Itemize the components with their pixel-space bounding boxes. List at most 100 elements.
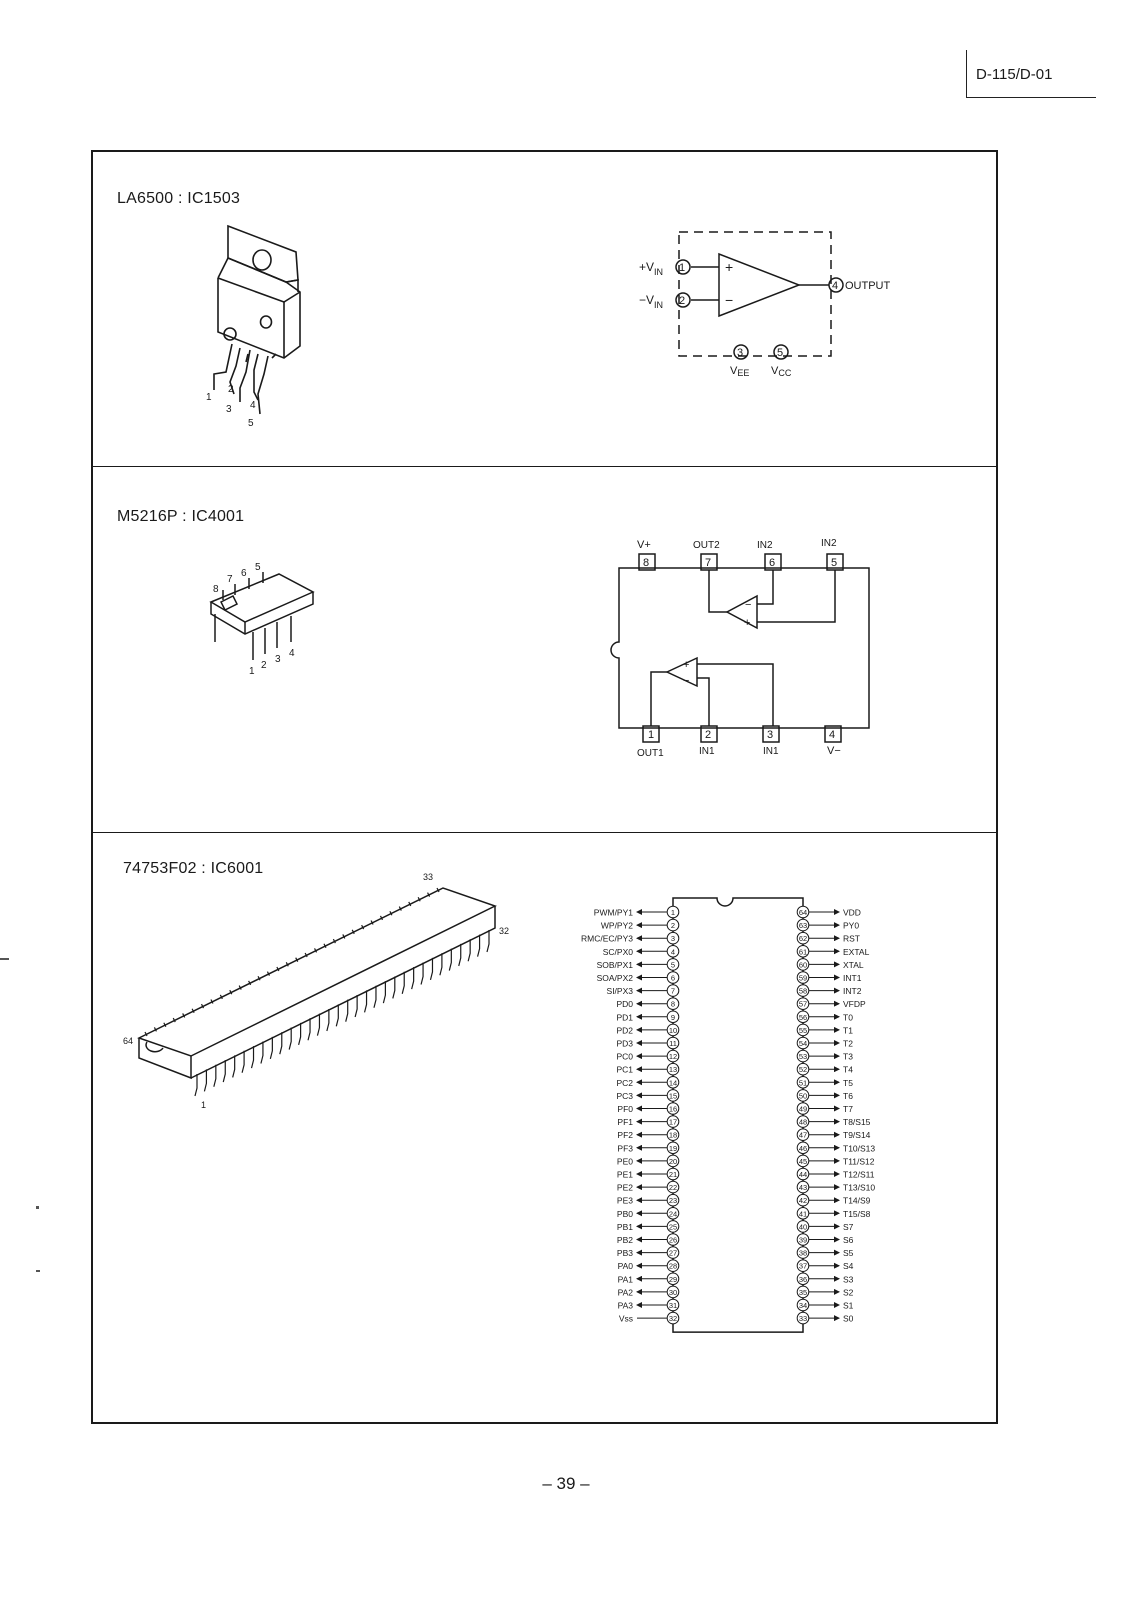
margin-mark (36, 1206, 39, 1209)
pin-circle (796, 984, 810, 997)
dip-bottom-leg (335, 1004, 339, 1027)
m5216p-pin-label: 2 (261, 660, 267, 671)
dip-bottom-leg (411, 967, 415, 990)
pin-number: 42 (799, 1196, 807, 1205)
pin-circle (666, 1128, 680, 1141)
pin-circle (796, 1207, 810, 1220)
pin-circle (666, 1285, 680, 1299)
pin-number: 15 (669, 1091, 677, 1100)
pin-circle (796, 1036, 810, 1050)
pin-label-right: T6 (843, 1091, 853, 1101)
m5216p-package-drawing: 1 2 3 4 5 6 7 8 (209, 562, 315, 677)
pin-number: 30 (669, 1288, 677, 1297)
dip-top-leg (351, 929, 355, 935)
pin-number: 44 (799, 1170, 807, 1179)
dip-bottom-leg (298, 1022, 302, 1046)
pin-number: 31 (669, 1301, 677, 1310)
pin-label-right: T2 (843, 1039, 853, 1049)
dip-top-leg (163, 1022, 167, 1027)
pin-circle (666, 1062, 680, 1076)
pin-number: 26 (669, 1236, 677, 1245)
dip-bottom-leg (458, 943, 462, 967)
dip-bottom-leg (279, 1032, 283, 1055)
vcc-label: VCC (771, 365, 792, 378)
pin-label-left: PE3 (617, 1196, 633, 1206)
dip-bottom-leg (363, 990, 368, 1013)
input-minus-label: −VIN (639, 293, 663, 310)
pin-circle (666, 1141, 680, 1155)
m5216p-pin-label: 4 (289, 648, 295, 659)
dip-top-leg (248, 980, 252, 986)
dip-top-leg (408, 901, 412, 907)
pin-number: 50 (799, 1091, 807, 1100)
pin-number: 1 (648, 729, 654, 741)
pin-label-right: INT2 (843, 986, 862, 996)
pin-circle (666, 984, 680, 997)
pin-circle (796, 1298, 810, 1312)
pin-number: 8 (671, 1000, 675, 1009)
pin-number: 39 (799, 1236, 807, 1245)
pin-circle (666, 1207, 680, 1220)
ic-body (672, 897, 804, 1333)
pin-label-left: PD3 (616, 1039, 633, 1049)
la6500-pin-label: 5 (248, 418, 254, 429)
pin-label-left: SOA/PX2 (597, 973, 634, 983)
pin-label: OUT2 (693, 540, 720, 551)
pin-number: 51 (799, 1078, 807, 1087)
pin-label-right: T15/S8 (843, 1209, 871, 1219)
pin-circle (796, 971, 810, 984)
section-title-m5216p: M5216P : IC4001 (117, 508, 245, 525)
pin-number: 64 (799, 908, 807, 917)
pin-label-left: PB1 (617, 1222, 633, 1232)
dip-bottom-leg (316, 1013, 321, 1036)
pin-label-right: RST (843, 934, 860, 944)
dip-bottom-leg (401, 971, 405, 994)
opamp-sign: − (745, 599, 751, 611)
pin-label-left: PF1 (617, 1117, 633, 1127)
pin-number: 23 (669, 1196, 677, 1205)
margin-mark (0, 958, 9, 960)
pin-number: 56 (799, 1013, 807, 1022)
pin-label-left: PF0 (617, 1104, 633, 1114)
dip-pin-label: 1 (201, 1100, 206, 1110)
pin-circle (796, 1220, 810, 1233)
dip-top-leg (266, 971, 270, 976)
pin-number: 25 (669, 1222, 677, 1231)
pin-number: 49 (799, 1105, 807, 1114)
pin-label-right: T7 (843, 1104, 853, 1114)
pin-label-left: PC3 (616, 1091, 633, 1101)
pin-circle (796, 918, 810, 932)
figure-frame: LA6500 : IC1503 1 2 3 4 5 (91, 150, 998, 1424)
pin-label: IN2 (757, 540, 773, 551)
pin-label-left: PA0 (618, 1261, 634, 1271)
la6500-package-drawing: 1 2 3 4 5 (206, 224, 301, 429)
pin-number: 57 (799, 1000, 807, 1009)
dip-top-face (137, 887, 497, 1057)
pin-label-left: SC/PX0 (603, 947, 634, 957)
pin-label-left: PD0 (616, 999, 633, 1009)
dip-bottom-leg (486, 930, 490, 953)
pin-label-left: PF3 (617, 1143, 633, 1153)
pin-label-left: PE0 (617, 1156, 633, 1166)
pin-circle (796, 1010, 810, 1024)
dip-bottom-leg (260, 1041, 264, 1064)
dip-top-leg (332, 938, 336, 944)
pin-circle (796, 1023, 810, 1037)
dip-top-leg (361, 924, 365, 930)
dip-top-leg (323, 943, 327, 949)
pin-number: 12 (669, 1052, 677, 1061)
m5216p-pin-label: 8 (213, 584, 219, 595)
pin-number: 4 (832, 280, 838, 292)
m5216p-pin-label: 5 (255, 562, 261, 573)
pin-number: 11 (669, 1039, 677, 1048)
dip-top-leg (417, 897, 421, 902)
pin-label-right: T5 (843, 1078, 853, 1088)
pin-number: 53 (799, 1052, 807, 1061)
dip-top-leg (153, 1027, 157, 1032)
pin-number: 48 (799, 1118, 807, 1127)
pin-number: 1 (679, 262, 685, 274)
pin-circle (666, 1036, 680, 1050)
pin-label-left: Vss (619, 1314, 633, 1324)
pin-label-right: VDD (843, 908, 861, 918)
pin-circle (796, 1076, 810, 1089)
